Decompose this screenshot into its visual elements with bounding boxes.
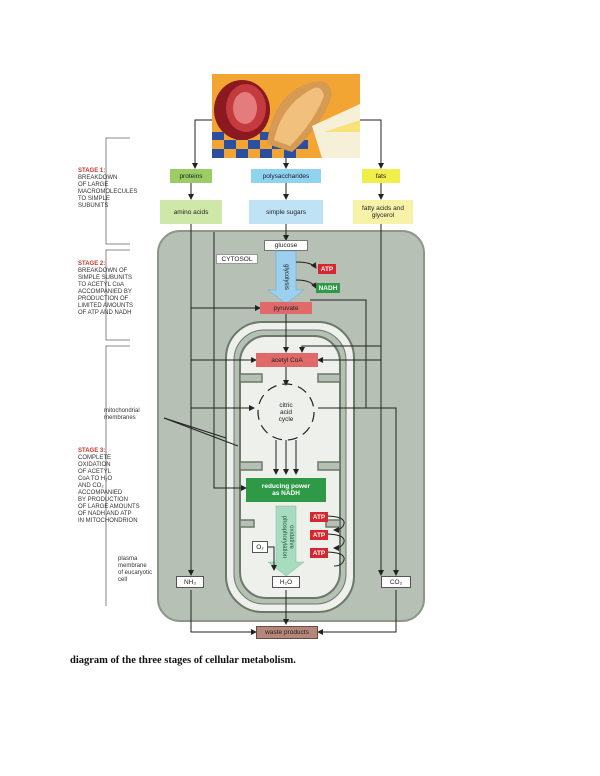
stage-1-line: MACROMOLECULES <box>78 189 138 195</box>
atp-badge-oxphos-3: ATP <box>310 548 328 558</box>
food-illustration <box>212 74 360 158</box>
h2o-box: H₂O <box>272 576 300 588</box>
stage-2-title: STAGE 2: <box>78 261 106 267</box>
glycolysis-label: glycolysis <box>283 264 290 290</box>
stage-2-line: ACCOMPANIED BY <box>78 289 132 295</box>
stage-2-line: SIMPLE SUBUNITS <box>78 275 133 281</box>
ox-phos-text: oxidative <box>288 525 294 549</box>
stage-1-line: SUBUNITS <box>78 203 109 209</box>
acetyl-coa-box: acetyl CoA <box>256 353 318 367</box>
annotation-line: of eucaryotic <box>118 570 153 576</box>
stage-3-line: BY PRODUCTION <box>78 497 128 503</box>
glucose-box: glucose <box>264 240 308 251</box>
atp-badge-oxphos-1: ATP <box>310 512 328 522</box>
stage-3-line: AND CO₂ <box>78 483 104 489</box>
stage-3-line: OF NADH AND ATP <box>78 511 132 517</box>
simple-sugars-box: simple sugars <box>249 200 323 224</box>
amino-acids-box: amino acids <box>160 200 222 224</box>
stage-1-label: STAGE 1: BREAKDOWN OF LARGE MACROMOLECUL… <box>78 168 137 210</box>
nadh-badge-glycolysis: NADH <box>316 283 340 293</box>
mito-membranes-annotation: mitochondrial membranes <box>104 408 140 422</box>
reducing-power-box: reducing power as NADH <box>246 478 326 502</box>
cycle-text: citric <box>279 401 293 409</box>
stage-3-line: IN MITOCHONDRION <box>78 518 138 524</box>
waste-products-box: waste products <box>256 626 318 639</box>
atp-badge-glycolysis: ATP <box>318 264 336 274</box>
plasma-membrane-annotation: plasma membrane of eucaryotic cell <box>118 556 152 584</box>
annotation-line: membranes <box>104 415 136 421</box>
pyruvate-box: pyruvate <box>260 302 312 314</box>
stage-3-line: COMPLETE <box>78 455 112 461</box>
cytosol-label: CYTOSOL <box>216 254 258 264</box>
fatty-acids-box: fatty acids and glycerol <box>353 200 413 224</box>
nh3-box: NH₃ <box>176 576 204 588</box>
polysaccharides-box: polysaccharides <box>251 169 321 183</box>
stage-2-line: LIMITED AMOUNTS <box>78 303 134 309</box>
oxidative-phosphorylation-label: oxidative phosphorylation <box>278 508 296 566</box>
citric-acid-cycle-label: citric acid cycle <box>266 398 306 426</box>
glycolysis-arrow <box>267 250 305 305</box>
cycle-text: cycle <box>278 415 294 423</box>
stage-2-line: OF ATP AND NADH <box>78 310 132 316</box>
stage-2-line: BREAKDOWN OF <box>78 268 128 274</box>
citric-acid-cycle-circle <box>257 383 315 441</box>
annotation-line: cell <box>118 577 128 583</box>
ox-phos-text: phosphorylation <box>281 515 287 559</box>
figure-caption: diagram of the three stages of cellular … <box>70 655 296 666</box>
co2-box: CO₂ <box>381 576 411 588</box>
stage-3-line: ACCOMPANIED <box>78 490 123 496</box>
annotation-line: plasma <box>118 556 138 562</box>
stage-3-line: OF ACETYL <box>78 469 112 475</box>
fats-box: fats <box>362 169 400 183</box>
stage-3-line: CoA TO H₂O <box>78 476 113 482</box>
atp-badge-oxphos-2: ATP <box>310 530 328 540</box>
stage-1-line: OF LARGE <box>78 182 109 188</box>
stage-2-line: TO ACETYL CoA <box>78 282 125 288</box>
stage-1-title: STAGE 1: <box>78 168 106 174</box>
reducing-power-text: as NADH <box>272 490 300 497</box>
proteins-box: proteins <box>170 169 212 183</box>
stage-1-line: BREAKDOWN <box>78 175 118 181</box>
stage-3-title: STAGE 3: <box>78 448 106 454</box>
o2-box: O₂ <box>252 541 268 553</box>
stage-3-label: STAGE 3: COMPLETE OXIDATION OF ACETYL Co… <box>78 448 140 525</box>
annotation-line: mitochondrial <box>104 408 140 414</box>
reducing-power-text: reducing power <box>261 483 311 490</box>
stage-2-label: STAGE 2: BREAKDOWN OF SIMPLE SUBUNITS TO… <box>78 261 133 317</box>
annotation-line: membrane <box>118 563 147 569</box>
cycle-text: acid <box>280 408 292 416</box>
stage-2-line: PRODUCTION OF <box>78 296 129 302</box>
stage-1-line: TO SIMPLE <box>78 196 110 202</box>
stage-3-line: OXIDATION <box>78 462 111 468</box>
stage-brackets <box>105 137 130 606</box>
oxidative-phosphorylation-arrow <box>267 505 305 577</box>
stage-3-line: OF LARGE AMOUNTS <box>78 504 140 510</box>
